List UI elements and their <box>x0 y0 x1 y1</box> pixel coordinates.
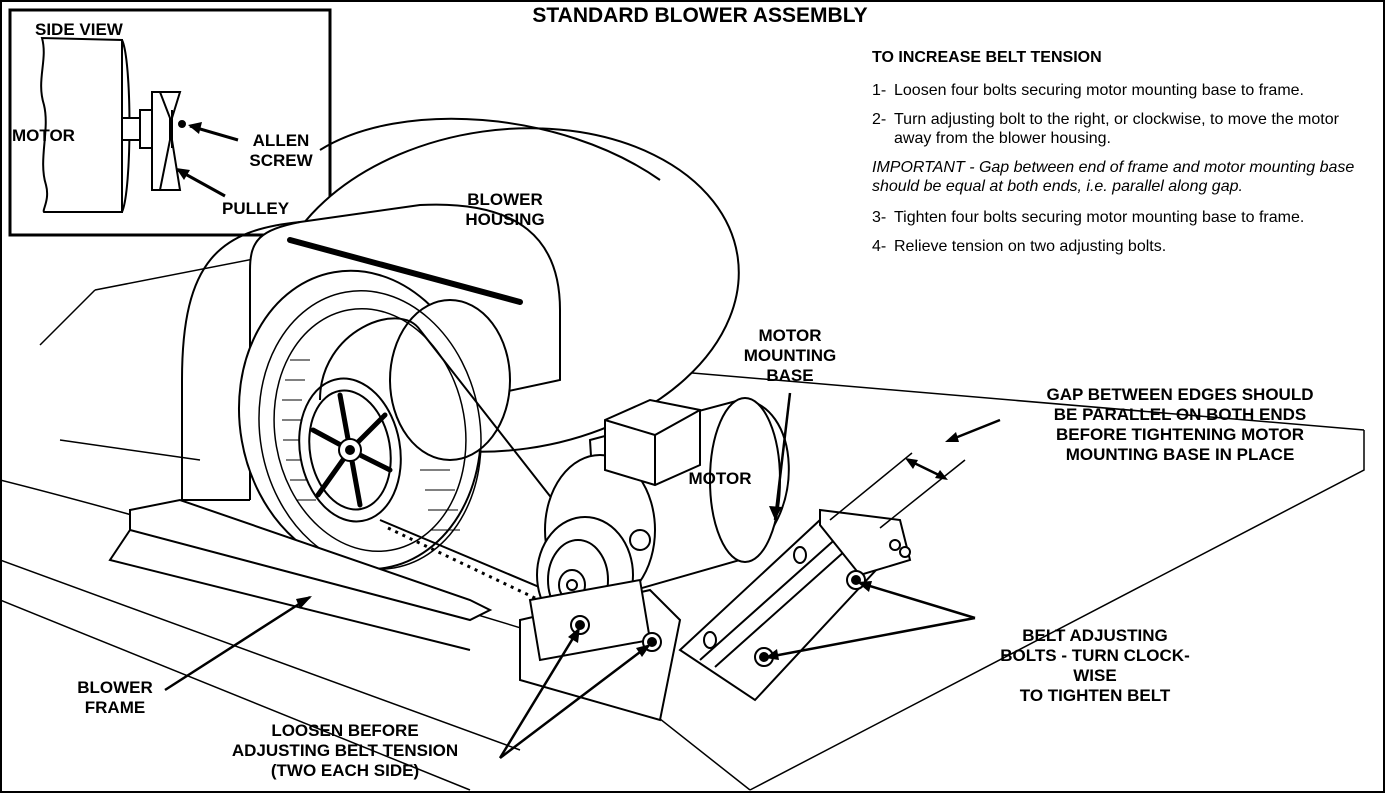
loosen-before-adjusting-label: LOOSEN BEFORE ADJUSTING BELT TENSION (TW… <box>231 721 459 780</box>
important-note: IMPORTANT - Gap between end of frame and… <box>872 159 1355 195</box>
side-view-heading: SIDE VIEW <box>35 20 123 39</box>
instruction-step: 4- Relieve tension on two adjusting bolt… <box>872 237 1380 256</box>
step-number: 3- <box>872 209 887 226</box>
blower-housing-label: BLOWER HOUSING <box>465 190 545 229</box>
callout-arrows <box>164 392 1001 759</box>
step-text: Relieve tension on two adjusting bolts. <box>894 238 1167 255</box>
diagram-title: STANDARD BLOWER ASSEMBLY <box>532 4 868 27</box>
motor-mounting-base <box>519 508 912 722</box>
belt-adjusting-bolts-label: BELT ADJUSTING BOLTS - TURN CLOCK- WISE … <box>1000 626 1190 705</box>
step-text: Tighten four bolts securing motor mounti… <box>894 209 1305 226</box>
step-text: Loosen four bolts securing motor mountin… <box>894 82 1304 99</box>
motor-mounting-base-label: MOTOR MOUNTING BASE <box>743 326 837 385</box>
blower-frame-label: BLOWER FRAME <box>77 678 153 717</box>
gap-parallel-label: GAP BETWEEN EDGES SHOULD BE PARALLEL ON … <box>1046 385 1314 464</box>
step-number: 1- <box>872 82 887 99</box>
instruction-step: 2- Turn adjusting bolt to the right, or … <box>872 110 1380 148</box>
allen-screw-label: ALLEN SCREW <box>249 131 313 170</box>
instruction-step: 3- Tighten four bolts securing motor mou… <box>872 208 1380 227</box>
blower-pulley <box>298 377 402 523</box>
blower-frame-rail <box>108 498 493 651</box>
adjusting-bolts <box>570 539 911 667</box>
blower-wheel <box>258 290 482 570</box>
motor-label: MOTOR <box>688 469 752 488</box>
instruction-step: 1- Loosen four bolts securing motor moun… <box>872 81 1380 100</box>
step-number: 4- <box>872 238 887 255</box>
step-number: 2- <box>872 111 887 128</box>
belt-tension-instructions: TO INCREASE BELT TENSION 1- Loosen four … <box>872 44 1380 266</box>
pulley-label: PULLEY <box>222 199 290 218</box>
step-text: Turn adjusting bolt to the right, or clo… <box>894 111 1339 147</box>
side-view-inset <box>8 8 332 237</box>
side-view-motor-label: MOTOR <box>12 126 75 145</box>
instructions-heading: TO INCREASE BELT TENSION <box>872 49 1102 66</box>
